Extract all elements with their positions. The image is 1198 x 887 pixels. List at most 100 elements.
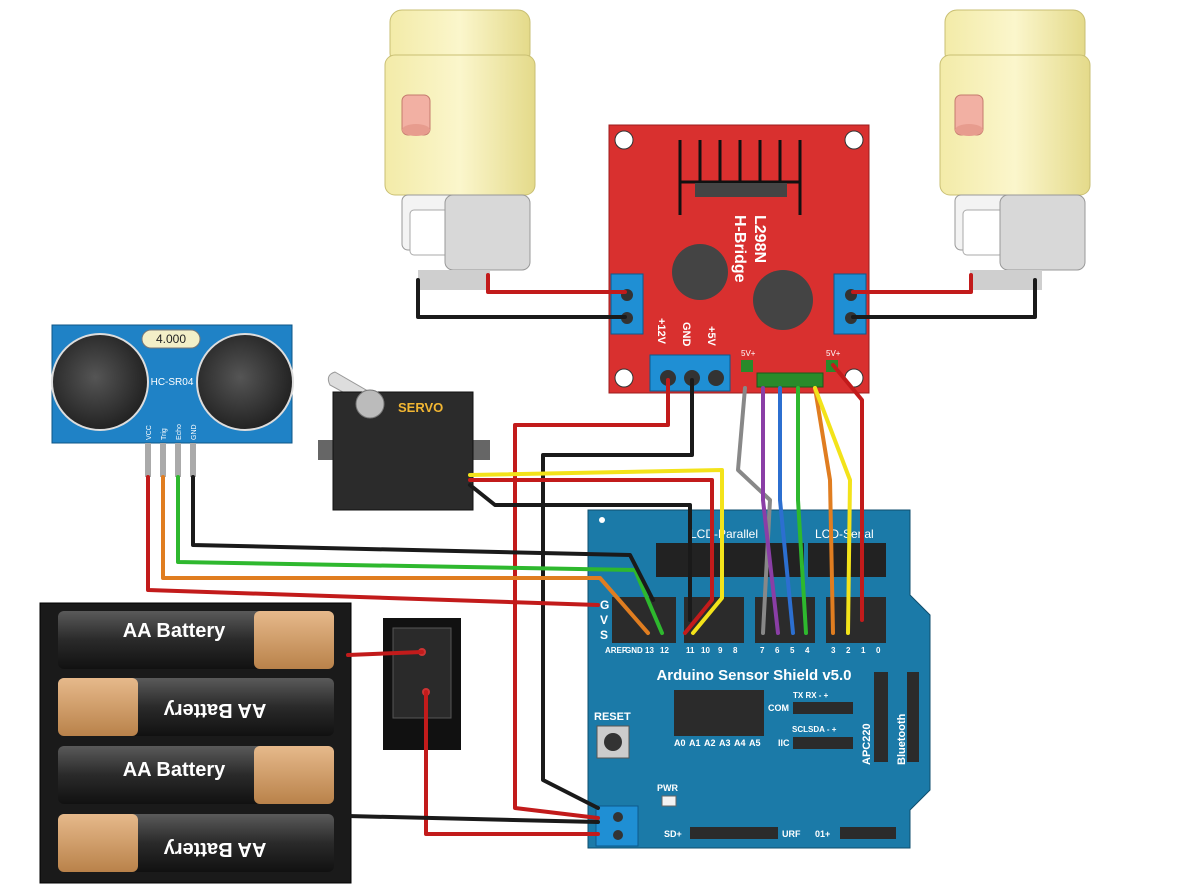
mid-label-11: 11 [686, 646, 695, 655]
hbridge-title-2: H-Bridge [731, 215, 748, 283]
wire-sensor-trig [161, 475, 650, 635]
battery-pack: AA Battery AA Battery AA Battery AA Batt… [39, 602, 352, 884]
pin-group-far [826, 597, 886, 643]
arduino-sensor-shield: LCD-Parallel LCD-Serial G V S AREF GND 1… [587, 509, 931, 849]
battery-label-1: AA Battery [123, 620, 226, 642]
com-label: COM [768, 703, 789, 713]
wire-control-blue [778, 386, 795, 635]
row-g-left: G [600, 598, 609, 612]
wire-sensor-vcc [146, 475, 600, 607]
apc220-label: APC220 [861, 723, 873, 765]
wire-sensor-gnd [191, 475, 655, 602]
analog-header [674, 690, 764, 736]
jumper-left-label: 5V+ [741, 349, 756, 358]
right-label-6: 6 [775, 646, 780, 655]
left-label-aref: AREF [605, 646, 627, 655]
far-label-2: 2 [846, 646, 851, 655]
servo-motor: SERVO [318, 371, 490, 511]
battery-label-4: AA Battery [163, 838, 266, 860]
pwr-label: PWR [657, 783, 678, 793]
right-label-5: 5 [790, 646, 795, 655]
wire-servo-red-2 [468, 478, 714, 635]
wire-control-gray [736, 386, 772, 635]
mid-label-8: 8 [733, 646, 738, 655]
sensor-model: HC-SR04 [151, 377, 194, 388]
jumper-right-label: 5V+ [826, 349, 841, 358]
sensor-pin-echo: Echo [176, 424, 183, 440]
sensor-pin-vcc: VCC [146, 425, 153, 440]
analog-a0: A0 [674, 738, 686, 748]
wire-control-purple [761, 386, 780, 635]
far-label-1: 1 [861, 646, 866, 655]
wires [146, 273, 1037, 836]
wire-battery-red [346, 650, 424, 657]
wire-gnd-black [541, 378, 694, 810]
power-pin-gnd: GND [680, 322, 692, 347]
power-switch[interactable] [383, 618, 461, 750]
analog-a5: A5 [749, 738, 761, 748]
wire-servo-yellow [468, 468, 724, 635]
motor-a-terminal [610, 273, 644, 335]
shield-title: Arduino Sensor Shield v5.0 [656, 667, 851, 684]
analog-a1: A1 [689, 738, 701, 748]
control-header [756, 372, 824, 388]
heatsink [678, 140, 802, 215]
far-label-0: 0 [876, 646, 881, 655]
wire-jumper-red [831, 363, 864, 622]
zero-one-label: 01+ [815, 829, 830, 839]
sd-label: SD+ [664, 829, 682, 839]
sclsda-label: SCLSDA - + [792, 725, 837, 734]
row-v-left: V [600, 613, 608, 627]
wire-motor-left-red [486, 273, 627, 294]
mid-label-9: 9 [718, 646, 723, 655]
l298n-hbridge: L298N H-Bridge +12V GND +5V 5V+ 5V+ [608, 124, 870, 394]
wire-12v-red [513, 378, 670, 820]
wire-sensor-echo [176, 475, 664, 635]
left-label-12: 12 [660, 646, 669, 655]
ultrasonic-sensor: 4.000 HC-SR04 VCC Trig Echo GND [51, 324, 294, 477]
wire-control-orange [813, 386, 835, 635]
capacitor-2 [753, 270, 813, 330]
lcd-serial-label: LCD-Serial [815, 527, 874, 541]
txrx-label: TX RX - + [793, 691, 829, 700]
iic-label: IIC [778, 738, 790, 748]
sensor-display: 4.000 [156, 332, 186, 346]
analog-a4: A4 [734, 738, 746, 748]
power-pin-5v: +5V [705, 326, 717, 347]
wire-motor-left-black [416, 278, 627, 319]
hbridge-title-1: L298N [751, 215, 768, 263]
mid-label-10: 10 [701, 646, 710, 655]
power-pin-12v: +12V [655, 318, 667, 345]
left-label-gnd: GND [625, 646, 643, 655]
servo-label: SERVO [398, 400, 443, 415]
shield-power-terminal [595, 805, 639, 847]
right-label-7: 7 [760, 646, 765, 655]
right-label-4: 4 [805, 646, 810, 655]
battery-label-3: AA Battery [123, 759, 226, 781]
wire-motor-right-black [851, 278, 1037, 319]
pwr-led [661, 795, 677, 807]
reset-label: RESET [594, 711, 631, 723]
analog-a2: A2 [704, 738, 716, 748]
left-motor [384, 9, 536, 290]
wire-servo-black [468, 483, 692, 622]
bluetooth-label: Bluetooth [896, 713, 908, 765]
wire-battery-black [346, 814, 600, 824]
lcd-parallel-label: LCD-Parallel [690, 527, 758, 541]
wire-switch-red [424, 690, 600, 836]
capacitor-1 [672, 244, 728, 300]
wire-control-yellow [813, 386, 852, 635]
sensor-pin-trig: Trig [161, 428, 168, 440]
battery-label-2: AA Battery [163, 699, 266, 721]
sensor-pin-gnd: GND [191, 424, 198, 440]
row-s-left: S [600, 628, 608, 642]
far-label-3: 3 [831, 646, 836, 655]
pin-group-mid [684, 597, 744, 643]
wire-motor-right-red [851, 273, 973, 294]
left-label-13: 13 [645, 646, 654, 655]
urf-label: URF [782, 829, 801, 839]
lcd-parallel-header [656, 543, 804, 577]
analog-a3: A3 [719, 738, 731, 748]
wire-control-green [796, 386, 808, 635]
